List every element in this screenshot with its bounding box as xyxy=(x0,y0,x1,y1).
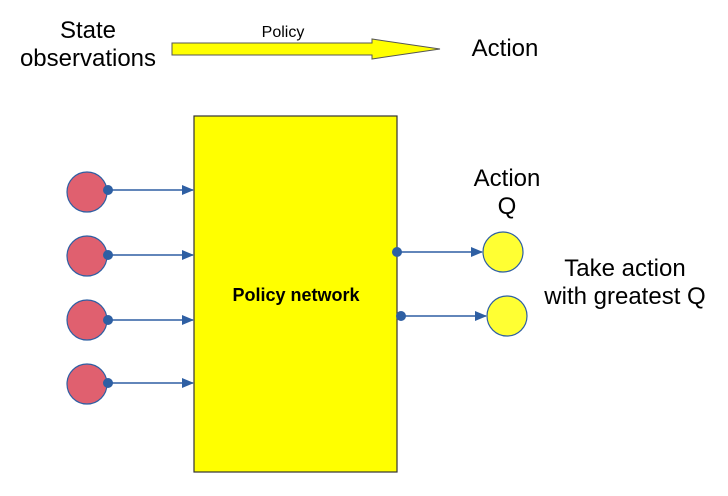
input-connector-dot xyxy=(103,250,113,260)
output-node-2 xyxy=(396,295,528,337)
policy-arrow-label: Policy xyxy=(262,24,305,41)
input-node-2 xyxy=(66,235,194,277)
input-connector-dot xyxy=(103,315,113,325)
input-connector-dot xyxy=(103,185,113,195)
input-neuron xyxy=(66,299,108,341)
input-node-1 xyxy=(66,171,194,213)
output-node-1 xyxy=(392,231,524,273)
policy-network-box xyxy=(193,115,398,473)
output-connector-dot xyxy=(392,247,402,257)
take-action-note-line1: Take action xyxy=(564,255,685,282)
output-connector-dot xyxy=(396,311,406,321)
output-neuron xyxy=(482,231,524,273)
state-observations-label-line2: observations xyxy=(20,45,156,72)
input-node-4 xyxy=(66,363,194,405)
input-node-3 xyxy=(66,299,194,341)
output-neuron xyxy=(486,295,528,337)
output-label-line2: Q xyxy=(498,193,517,220)
policy-flow-arrow xyxy=(171,38,441,60)
state-observations-label-line1: State xyxy=(60,17,116,44)
output-label-line1: Action xyxy=(474,165,541,192)
input-neuron xyxy=(66,235,108,277)
action-header-label: Action xyxy=(472,35,539,62)
take-action-note-line2: with greatest Q xyxy=(543,283,705,310)
input-neuron xyxy=(66,363,108,405)
input-connector-dot xyxy=(103,378,113,388)
input-neuron xyxy=(66,171,108,213)
policy-network-label: Policy network xyxy=(232,285,360,305)
